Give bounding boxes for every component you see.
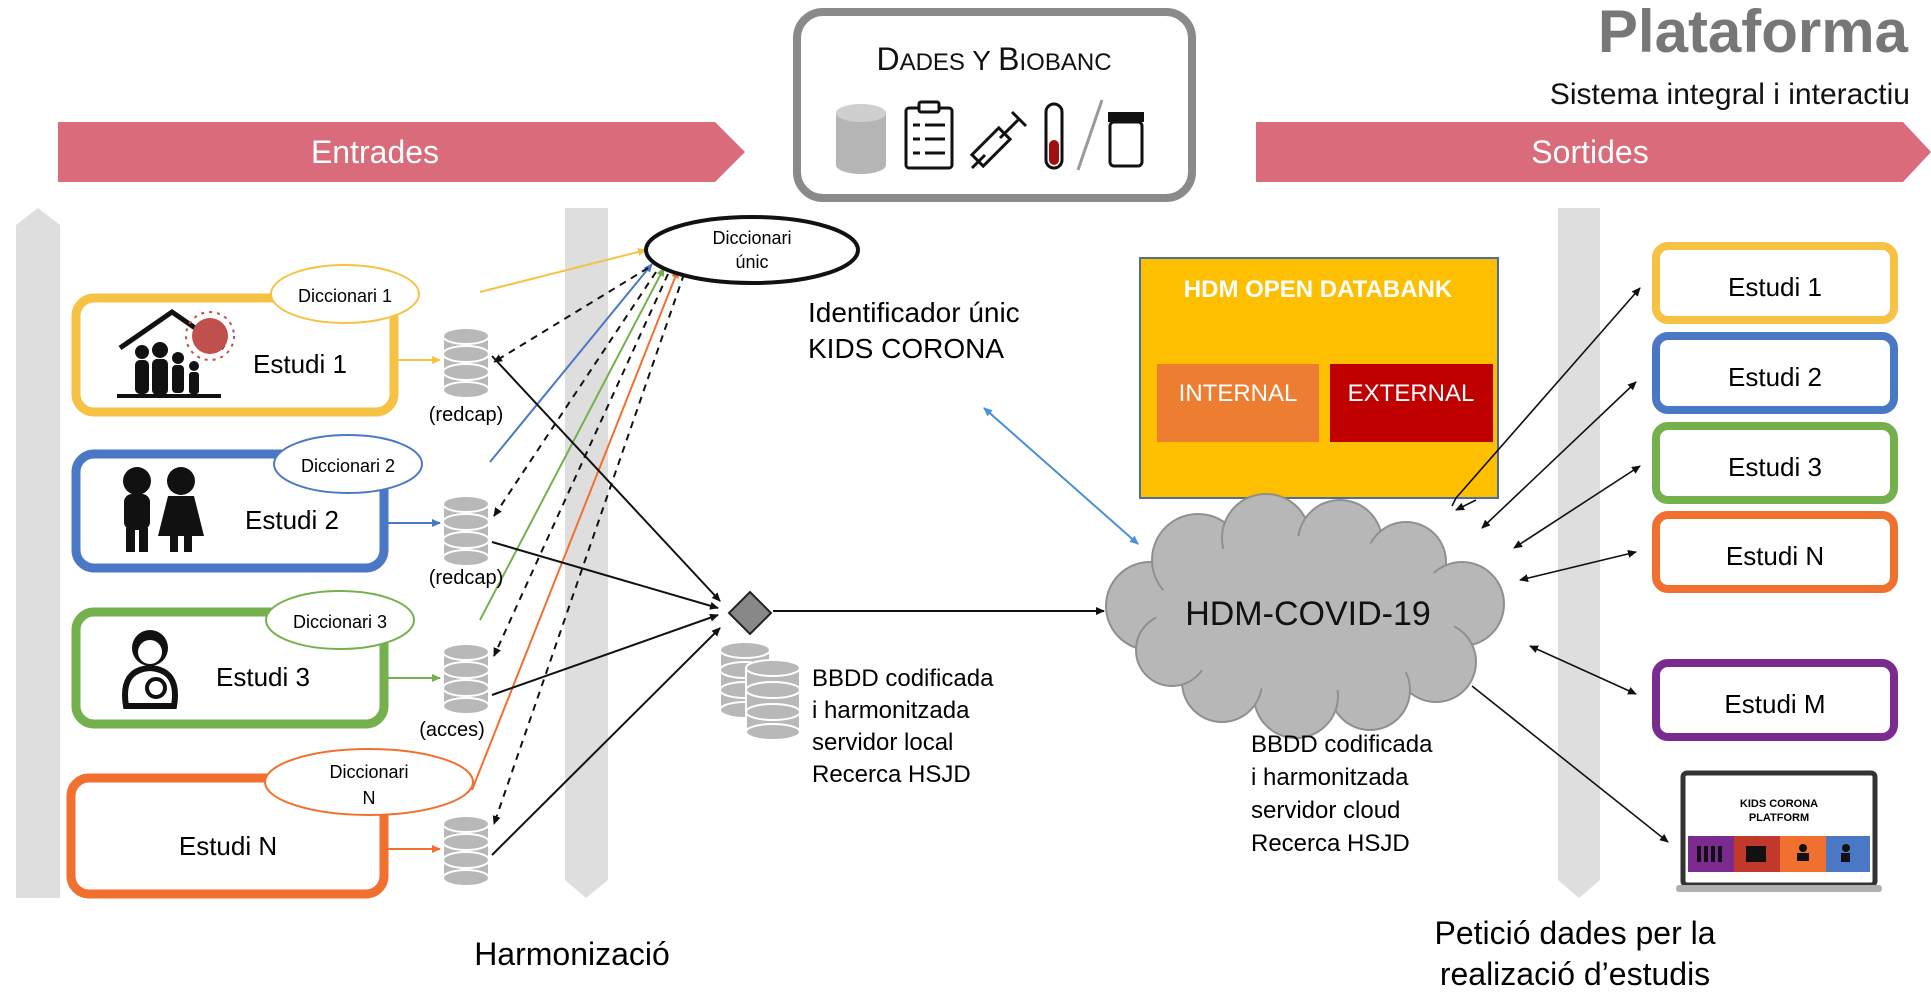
study-1-db-label: (redcap) [429, 404, 503, 426]
children-icon [123, 467, 204, 552]
unique-dictionary-label-2: únic [735, 252, 768, 272]
platform-title: Plataforma [1598, 0, 1909, 65]
output-study-m-label: Estudi M [1724, 689, 1825, 719]
unique-dictionary-label-1: Diccionari [712, 228, 791, 248]
inputs-banner: Entrades [58, 122, 745, 182]
open-databank-title: HDM OPEN DATABANK [1184, 276, 1453, 303]
dictionary-n: Diccionari N [264, 748, 474, 816]
dictionary-n-label-1: Diccionari [329, 762, 408, 782]
unique-dictionary: Diccionari únic [644, 215, 860, 285]
cloud-db-description: BBDD codificada i harmonitzada servidor … [1251, 731, 1433, 857]
svg-text:BBDD codificada: BBDD codificada [812, 665, 994, 692]
input-study-1: Estudi 1 [71, 293, 399, 417]
identifier-line-2: KIDS CORONA [808, 333, 1004, 364]
input-study-n-label: Estudi N [179, 831, 277, 861]
database-icon [836, 104, 886, 174]
request-label-line-2: realizació d’estudis [1440, 956, 1710, 992]
study-2-db-label: (redcap) [429, 567, 503, 589]
svg-text:i harmonitzada: i harmonitzada [812, 697, 970, 724]
dictionary-1: Diccionari 1 [270, 264, 420, 324]
external-label: EXTERNAL [1348, 380, 1475, 407]
clipboard-icon [904, 100, 954, 170]
dictionary-2-label: Diccionari 2 [301, 456, 395, 476]
open-databank-box: HDM OPEN DATABANK INTERNAL EXTERNAL [1139, 257, 1499, 499]
cloud-label: HDM-COVID-19 [1185, 595, 1431, 633]
identifier-line-1: Identificador únic [808, 297, 1020, 328]
study-1-db-icon [442, 327, 490, 399]
family-virus-icon [117, 308, 235, 398]
outputs-banner-label: Sortides [1531, 134, 1648, 170]
input-study-1-label: Estudi 1 [253, 349, 347, 379]
svg-text:i harmonitzada: i harmonitzada [1251, 764, 1409, 791]
harmonization-bar [565, 208, 608, 898]
svg-text:Recerca HSJD: Recerca HSJD [812, 761, 971, 788]
hdm-cloud [1105, 493, 1505, 739]
local-harmonized-db-icon [719, 641, 801, 741]
internal-label: INTERNAL [1179, 380, 1298, 407]
test-tube-icon [1044, 102, 1064, 170]
dictionary-n-label-2: N [363, 788, 376, 808]
svg-text:BBDD codificada: BBDD codificada [1251, 731, 1433, 758]
output-study-2-label: Estudi 2 [1728, 362, 1822, 392]
dictionary-2: Diccionari 2 [273, 434, 423, 494]
svg-text:Recerca HSJD: Recerca HSJD [1251, 830, 1410, 857]
output-study-n-label: Estudi N [1726, 541, 1824, 571]
output-study-2: Estudi 2 [1652, 332, 1898, 414]
platform-screen-line-2: PLATFORM [1749, 812, 1809, 824]
input-study-3-label: Estudi 3 [216, 662, 310, 692]
harmonization-node [727, 590, 773, 636]
input-study-2-label: Estudi 2 [245, 505, 339, 535]
request-label-line-1: Petició dades per la [1434, 915, 1715, 951]
output-study-m: Estudi M [1652, 659, 1898, 741]
data-biobank-title: DADES Y BIOBANC [876, 41, 1111, 77]
platform-laptop: KIDS CORONA PLATFORM [1676, 770, 1882, 892]
local-db-description: BBDD codificada i harmonitzada servidor … [812, 665, 994, 788]
outputs-banner: Sortides [1256, 122, 1931, 182]
dictionary-3: Diccionari 3 [265, 590, 415, 650]
output-study-1: Estudi 1 [1652, 242, 1898, 324]
left-axis-bar [16, 208, 60, 898]
dictionary-3-label: Diccionari 3 [293, 612, 387, 632]
study-3-db-label: (acces) [419, 719, 485, 741]
output-study-3: Estudi 3 [1652, 422, 1898, 504]
platform-subtitle: Sistema integral i interactiu [1550, 78, 1910, 111]
output-study-3-label: Estudi 3 [1728, 452, 1822, 482]
svg-text:servidor local: servidor local [812, 729, 953, 756]
svg-text:servidor cloud: servidor cloud [1251, 797, 1400, 824]
inputs-banner-label: Entrades [311, 134, 439, 170]
study-2-db-icon [442, 495, 490, 567]
mother-baby-icon [122, 630, 178, 709]
harmonization-label: Harmonizació [474, 936, 670, 972]
study-3-db-icon [442, 643, 490, 715]
platform-screen-line-1: KIDS CORONA [1740, 798, 1818, 810]
study-n-db-icon [442, 815, 490, 887]
sample-jar-icon [1076, 99, 1144, 171]
output-study-1-label: Estudi 1 [1728, 272, 1822, 302]
outputs-bar [1558, 208, 1600, 898]
dictionary-1-label: Diccionari 1 [298, 286, 392, 306]
data-biobank-box: DADES Y BIOBANC [793, 8, 1196, 202]
syringe-icon [969, 110, 1028, 170]
output-study-n: Estudi N [1652, 511, 1898, 593]
